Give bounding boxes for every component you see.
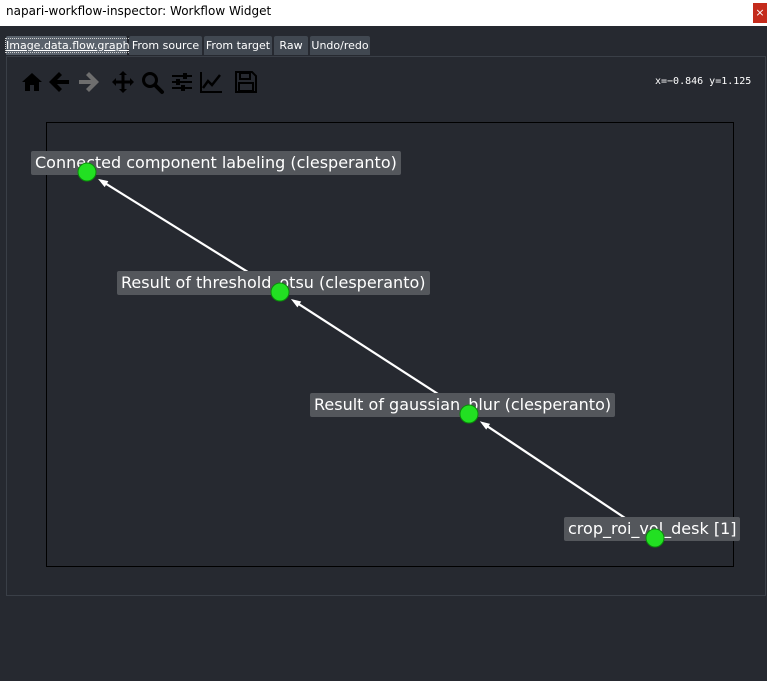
tab-label: From source — [131, 39, 200, 52]
graph-canvas[interactable]: Connected component labeling (clesperant… — [31, 122, 741, 567]
graph-edges-layer — [98, 178, 656, 539]
tab-label: Image.data.flow.graph — [5, 38, 131, 53]
node-label-connected-component-labeling[interactable]: Connected component labeling (clesperant… — [31, 151, 401, 175]
tab-image-data-flow-graph[interactable]: Image.data.flow.graph — [5, 36, 131, 55]
node-label-crop-roi-vol-desk[interactable]: crop_roi_vol_desk [1] — [564, 517, 741, 541]
configure-subplots-icon[interactable] — [170, 70, 194, 94]
tab-label: From target — [205, 39, 271, 52]
arrow-head — [290, 299, 302, 308]
tab-label: Raw — [279, 39, 303, 52]
back-arrow-icon[interactable] — [48, 70, 72, 94]
pan-icon[interactable] — [111, 70, 135, 94]
node-label-threshold-otsu[interactable]: Result of threshold_otsu (clesperanto) — [117, 271, 430, 295]
window-titlebar: napari-workflow-inspector: Workflow Widg… — [0, 0, 767, 26]
edit-axis-icon[interactable] — [199, 70, 223, 94]
save-icon[interactable] — [234, 70, 258, 94]
zoom-icon[interactable] — [140, 70, 164, 94]
window-title: napari-workflow-inspector: Workflow Widg… — [6, 4, 272, 18]
tab-from-target[interactable]: From target — [204, 36, 272, 55]
home-icon[interactable] — [20, 70, 44, 94]
node-label-gaussian-blur[interactable]: Result of gaussian_blur (clesperanto) — [310, 393, 616, 417]
arrow-head — [98, 178, 109, 188]
close-button[interactable]: × — [753, 3, 767, 23]
arrow-head — [479, 421, 491, 430]
tab-raw[interactable]: Raw — [274, 36, 308, 55]
tab-from-source[interactable]: From source — [129, 36, 202, 55]
tab-label: Undo/redo — [311, 39, 369, 52]
forward-arrow-icon[interactable] — [76, 70, 100, 94]
cursor-coordinates: x=−0.846 y=1.125 — [655, 76, 752, 87]
tab-undo-redo[interactable]: Undo/redo — [310, 36, 370, 55]
